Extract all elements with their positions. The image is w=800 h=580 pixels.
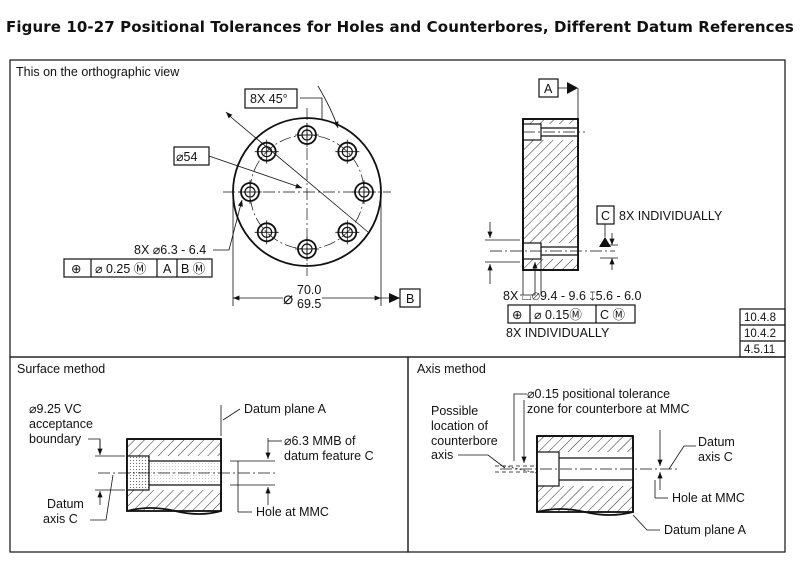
ref-1: 10.4.2: [744, 328, 776, 340]
bolt-circle-label: ⌀54: [176, 150, 197, 164]
hole-spec: 8X ⌀6.3 - 6.4: [134, 243, 206, 257]
angle-label-box: [244, 88, 298, 109]
surface-heading: Surface method: [17, 362, 105, 376]
surface-datum-axis-1: Datum: [47, 497, 84, 511]
axis-datum-axis-2: axis C: [698, 450, 733, 464]
individually-2: 8X INDIVIDUALLY: [506, 326, 610, 340]
axis-zone-2: zone for counterbore at MMC: [527, 402, 690, 416]
dia-upper: 70.0: [297, 283, 321, 297]
fcf1-datum-a: A: [163, 262, 172, 276]
ortho-heading: This on the orthographic view: [16, 65, 180, 79]
axis-possible-4: axis: [431, 448, 453, 462]
surface-boundary-2: acceptance: [29, 417, 93, 431]
surface-mmb-1: ⌀6.3 MMB of: [284, 434, 356, 448]
axis-zone-1: ⌀0.15 positional tolerance: [527, 387, 670, 401]
ref-0: 10.4.8: [744, 312, 776, 324]
dia-lower: 69.5: [297, 297, 321, 311]
cbore-spec: 8X ⌴⌀9.4 - 9.6 ↧5.6 - 6.0: [503, 289, 642, 303]
figure-title: Figure 10-27 Positional Tolerances for H…: [6, 18, 794, 36]
axis-possible-3: counterbore: [431, 434, 498, 448]
axis-possible-1: Possible: [431, 404, 478, 418]
axis-section: [495, 435, 680, 516]
side-section-view: [490, 118, 615, 295]
surface-section: [98, 438, 275, 515]
individually-c: 8X INDIVIDUALLY: [619, 209, 723, 223]
fcf2-datum-c: C Ⓜ: [600, 308, 626, 322]
angle-label: 8X 45°: [250, 92, 288, 106]
surface-boundary-1: ⌀9.25 VC: [29, 402, 82, 416]
surface-datum-plane: Datum plane A: [244, 402, 327, 416]
axis-possible-2: location of: [431, 419, 489, 433]
axis-datum-plane: Datum plane A: [664, 523, 747, 537]
fcf2-tolerance: ⌀ 0.15Ⓜ: [534, 308, 582, 322]
axis-panel-frame: [407, 356, 786, 553]
reference-table: 10.4.8 10.4.2 4.5.11: [739, 308, 786, 358]
fcf-position-cbore: ⊕ ⌀ 0.15Ⓜ C Ⓜ: [507, 304, 636, 324]
surface-datum-axis-2: axis C: [43, 512, 78, 526]
fcf1-symbol: ⊕: [71, 262, 81, 276]
datum-b: B: [406, 292, 414, 306]
fcf2-symbol: ⊕: [512, 308, 522, 322]
axis-datum-axis-1: Datum: [698, 435, 735, 449]
bolt-holes: [238, 123, 376, 261]
surface-boundary-3: boundary: [29, 432, 82, 446]
datum-b-box: [399, 288, 421, 308]
axis-heading: Axis method: [417, 362, 486, 376]
datum-c-box: [596, 205, 615, 225]
fcf1-tolerance: ⌀ 0.25 Ⓜ: [95, 262, 147, 276]
dia-symbol: ⌀: [283, 289, 293, 308]
fcf1-datum-b: B Ⓜ: [181, 262, 206, 276]
axis-hole-mmc: Hole at MMC: [672, 491, 745, 505]
surface-hole-mmc: Hole at MMC: [256, 505, 329, 519]
fcf-position-holes: ⊕ ⌀ 0.25 Ⓜ A B Ⓜ: [63, 258, 213, 278]
datum-c: C: [601, 209, 610, 223]
ref-2: 4.5.11: [744, 344, 775, 356]
datum-a: A: [544, 82, 553, 96]
surface-mmb-2: datum feature C: [284, 449, 374, 463]
